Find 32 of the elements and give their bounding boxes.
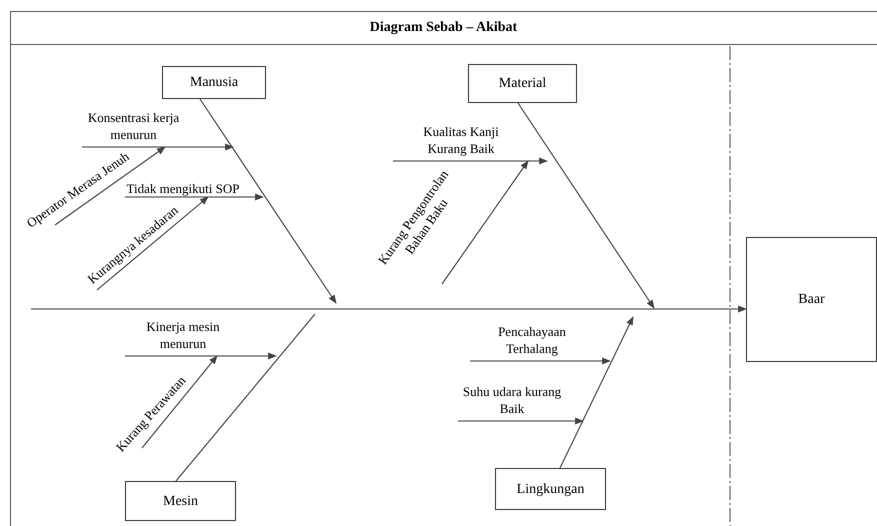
arrow — [125, 193, 264, 201]
bone-line — [176, 314, 316, 482]
arrow — [31, 305, 747, 313]
cause-label: Tidak mengikuti SOP — [126, 180, 240, 197]
cause-label: Pencahayaan Terhalang — [497, 323, 567, 357]
cause-label: Kinerja mesin menurun — [145, 318, 221, 352]
cause-label: Konsentrasi kerja menurun — [86, 109, 180, 143]
category-box — [468, 64, 577, 103]
arrow — [560, 316, 634, 468]
cause-label: Suhu udara kurang Baik — [462, 383, 562, 417]
arrow — [518, 102, 654, 309]
arrow — [458, 417, 584, 425]
category-box — [495, 468, 606, 510]
category-label: Lingkungan — [516, 480, 584, 498]
arrow — [442, 160, 528, 284]
arrow — [125, 352, 277, 360]
effect-box — [746, 237, 877, 362]
category-label: Manusia — [190, 74, 238, 92]
arrow — [142, 355, 218, 448]
arrow — [393, 157, 548, 165]
arrow — [54, 146, 166, 226]
arrow — [82, 143, 234, 151]
category-label: Mesin — [163, 492, 198, 510]
arrow — [470, 357, 611, 365]
cause-label: Kualitas Kanji Kurang Baik — [422, 123, 500, 157]
arrow — [200, 98, 336, 304]
category-label: Baar — [798, 291, 825, 309]
category-box — [125, 481, 236, 521]
category-box — [162, 66, 266, 99]
category-label: Material — [498, 75, 546, 93]
diagram-title: Diagram Sebab – Akibat — [370, 19, 518, 37]
arrow — [96, 196, 209, 290]
